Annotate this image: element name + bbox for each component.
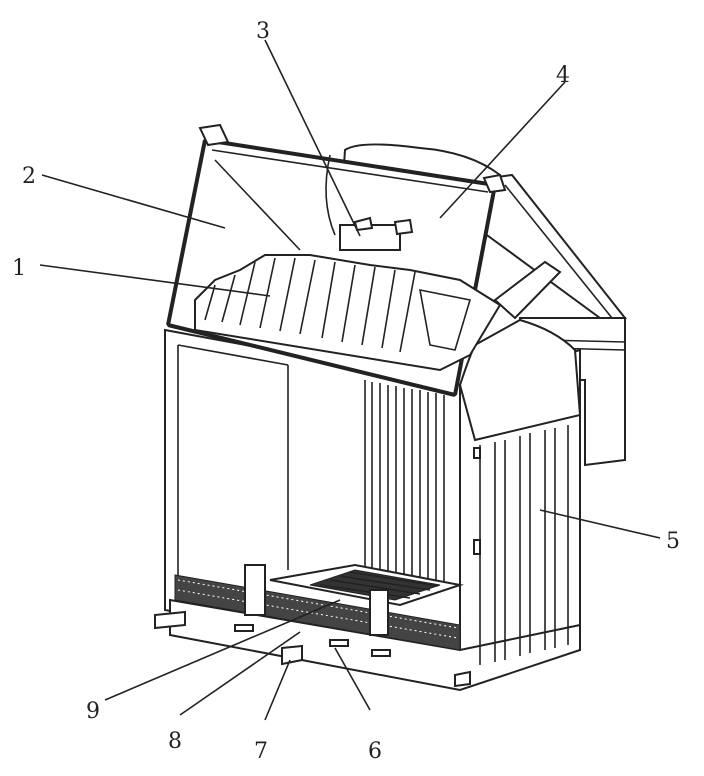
label-2: 2 <box>22 164 36 189</box>
label-8: 8 <box>168 729 182 754</box>
leader-lines <box>39 39 661 721</box>
callout-labels: 1 2 3 4 5 6 7 8 9 <box>12 19 680 764</box>
cooling-fins <box>479 425 569 665</box>
heating-element <box>325 154 414 251</box>
base-vents <box>154 447 481 688</box>
hearth-strip <box>174 564 461 651</box>
label-3: 3 <box>256 19 270 44</box>
label-1: 1 <box>12 256 26 281</box>
label-7: 7 <box>254 739 268 764</box>
grate <box>269 563 464 607</box>
label-5: 5 <box>666 529 680 554</box>
label-6: 6 <box>368 739 382 764</box>
corrugated-load <box>194 254 502 372</box>
interior-ribs <box>177 344 445 588</box>
label-4: 4 <box>556 63 570 88</box>
label-9: 9 <box>86 699 100 724</box>
